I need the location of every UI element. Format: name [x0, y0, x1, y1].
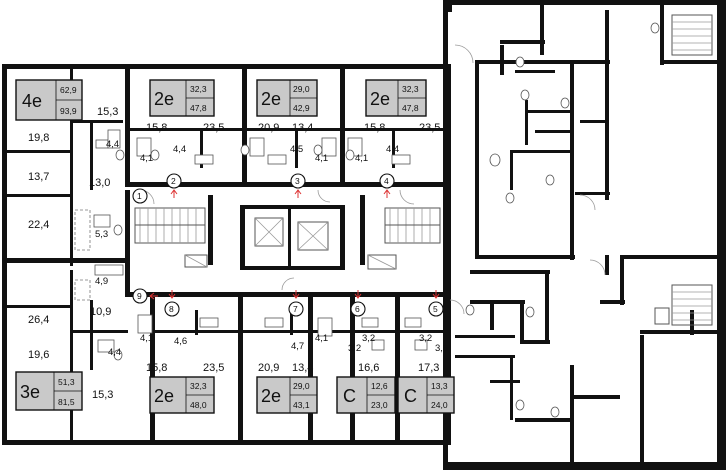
- unit-living-area: 29,0: [293, 381, 310, 391]
- room-area: 20,9: [258, 362, 279, 374]
- unit-type: 3e: [20, 382, 40, 402]
- svg-text:6: 6: [355, 304, 360, 314]
- adjacent-section: [454, 5, 720, 465]
- unit-badge-2e-e: 2e 29,0 43,1: [256, 376, 318, 414]
- unit-total-area: 43,1: [293, 400, 310, 410]
- room-area: 3,2: [419, 333, 432, 344]
- room-area: 26,4: [28, 314, 49, 326]
- room-area: 4,4: [386, 144, 399, 155]
- room-area: 4,1: [315, 153, 328, 164]
- room-area: 4,5: [290, 144, 303, 155]
- room-area: 4,1: [315, 333, 328, 344]
- room-area: 15,3: [92, 389, 113, 401]
- svg-text:3: 3: [295, 176, 300, 186]
- room-area: 17,3: [418, 362, 439, 374]
- unit-type: 2e: [261, 89, 281, 109]
- unit-badge-4e: 4e 62,9 93,9: [15, 79, 83, 121]
- room-area: 23,5: [419, 122, 440, 134]
- entrance-marker-6: 6: [350, 290, 366, 317]
- unit-living-area: 32,3: [190, 84, 207, 94]
- unit-total-area: 24,0: [431, 400, 448, 410]
- unit-total-area: 48,0: [190, 400, 207, 410]
- unit-living-area: 12,6: [371, 381, 388, 391]
- room-area: 4,4: [108, 347, 121, 358]
- room-area: 19,6: [28, 349, 49, 361]
- unit-type: 2e: [370, 89, 390, 109]
- room-area: 13,0: [89, 177, 110, 189]
- unit-badge-c-b: C 13,3 24,0: [397, 376, 455, 414]
- unit-badge-c-a: C 12,6 23,0: [336, 376, 396, 414]
- room-area: 4,9: [95, 276, 108, 287]
- unit-living-area: 62,9: [60, 85, 77, 95]
- unit-badge-2e-c: 2e 32,3 47,8: [365, 79, 427, 117]
- unit-badge-3e: 3e 51,3 81,5: [15, 371, 83, 411]
- unit-total-area: 93,9: [60, 106, 77, 116]
- unit-total-area: 81,5: [58, 397, 75, 407]
- room-area: 15,3: [97, 106, 118, 118]
- room-labels: 15,3 19,8 4,4 13,7 13,0 22,4 5,3 15,8 23…: [28, 106, 448, 401]
- room-area: 3,2: [348, 343, 361, 354]
- room-area: 23,5: [203, 122, 224, 134]
- unit-living-area: 51,3: [58, 377, 75, 387]
- entrance-marker-4: 4: [379, 173, 395, 198]
- unit-type: 2e: [261, 386, 281, 406]
- room-area: 4,4: [106, 139, 119, 150]
- unit-type: C: [343, 386, 356, 406]
- entrance-marker-1: 1: [132, 188, 148, 204]
- unit-living-area: 13,3: [431, 381, 448, 391]
- svg-text:4: 4: [384, 176, 389, 186]
- room-area: 22,4: [28, 219, 49, 231]
- unit-living-area: 32,3: [402, 84, 419, 94]
- svg-text:7: 7: [293, 304, 298, 314]
- room-area: 3,2: [362, 333, 375, 344]
- interior-walls: [2, 66, 445, 442]
- svg-text:1: 1: [137, 191, 142, 201]
- room-area: 16,6: [358, 362, 379, 374]
- unit-type: C: [404, 386, 417, 406]
- unit-type: 4e: [22, 91, 42, 111]
- room-area: 4,7: [291, 341, 304, 352]
- svg-text:2: 2: [171, 176, 176, 186]
- unit-total-area: 47,8: [190, 103, 207, 113]
- unit-total-area: 47,8: [402, 103, 419, 113]
- room-area: 3,5: [435, 343, 448, 354]
- room-area: 23,5: [203, 362, 224, 374]
- room-area: 13,4: [292, 122, 313, 134]
- entrance-marker-2: 2: [166, 173, 182, 198]
- unit-total-area: 23,0: [371, 400, 388, 410]
- entrance-marker-8: 8: [164, 290, 180, 317]
- room-area: 4,6: [174, 336, 187, 347]
- room-area: 4,4: [173, 144, 186, 155]
- unit-badge-2e-a: 2e 32,3 47,8: [149, 79, 215, 117]
- room-area: 15,8: [146, 362, 167, 374]
- room-area: 5,3: [95, 229, 108, 240]
- entrance-marker-9: 9: [132, 288, 158, 304]
- room-area: 4,1: [140, 153, 153, 164]
- unit-living-area: 29,0: [293, 84, 310, 94]
- room-area: 15,8: [146, 122, 167, 134]
- room-area: 20,9: [258, 122, 279, 134]
- room-area: 4,1: [355, 153, 368, 164]
- room-area: 13,7: [28, 171, 49, 183]
- unit-type: 2e: [154, 89, 174, 109]
- entrance-marker-3: 3: [290, 173, 306, 198]
- svg-text:9: 9: [137, 291, 142, 301]
- fixtures: [74, 129, 465, 361]
- room-area: 4,1: [140, 333, 153, 344]
- room-area: 13,4: [292, 362, 313, 374]
- unit-badge-2e-b: 2e 29,0 42,9: [256, 79, 318, 117]
- room-area: 10,9: [90, 306, 111, 318]
- svg-text:8: 8: [169, 304, 174, 314]
- svg-text:5: 5: [433, 304, 438, 314]
- entrance-marker-5: 5: [428, 290, 444, 317]
- room-area: 15,8: [364, 122, 385, 134]
- room-area: 19,8: [28, 132, 49, 144]
- entrance-marker-7: 7: [288, 290, 304, 317]
- unit-badge-2e-d: 2e 32,3 48,0: [149, 376, 215, 414]
- unit-living-area: 32,3: [190, 381, 207, 391]
- unit-type: 2e: [154, 386, 174, 406]
- unit-total-area: 42,9: [293, 103, 310, 113]
